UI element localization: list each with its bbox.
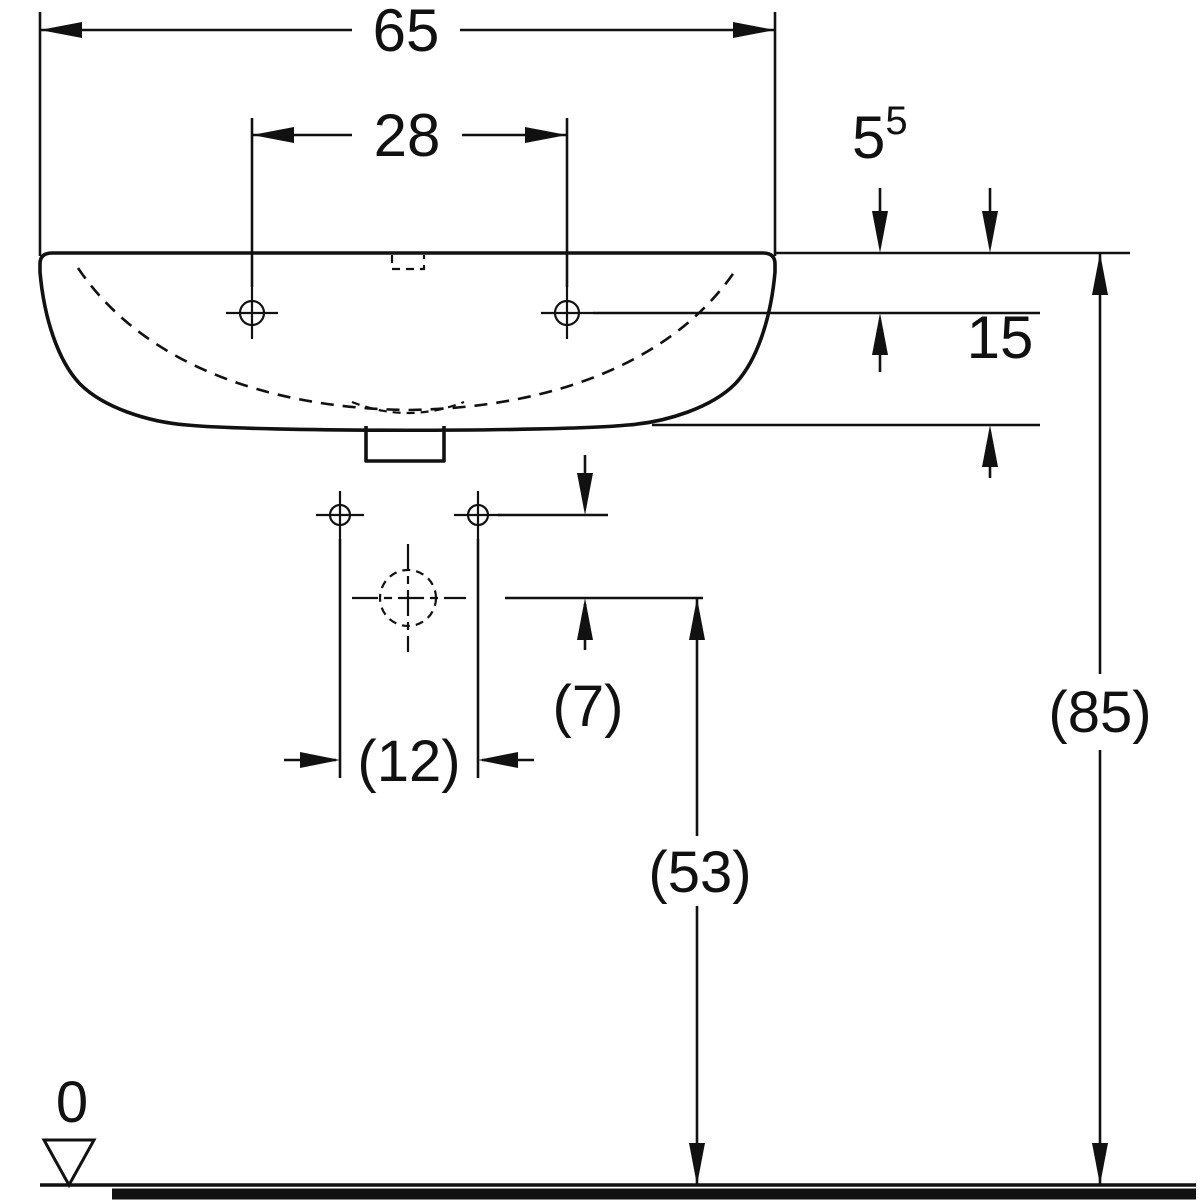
fixing-hole-left-symbol [316,491,364,539]
arrowhead-left-icon [40,22,82,38]
dimension-label-overall-width: 65 [373,0,440,64]
label-main: 5 [852,104,885,171]
tap-hole-circle [238,299,266,327]
fixing-hole-circle [466,503,490,527]
dimension-label-fixing-to-drain: (7) [553,674,624,739]
arrowhead-up-icon [577,598,593,640]
arrowhead-right-icon [733,22,775,38]
datum-triangle-icon [41,1138,97,1189]
dimension-overall-width: 65 [38,0,777,256]
drain-trap-outlet [364,426,446,463]
arrowhead-right-icon [525,127,567,143]
dimension-label-tap-spacing: 28 [374,102,441,169]
reference-lines-right [593,251,1130,427]
dimension-fixing-to-drain: (7) [553,598,624,739]
arrowhead-right-icon [300,752,340,768]
arrowhead-down-icon [689,1143,705,1185]
dimension-tap-spacing: 28 [250,102,569,287]
arrowhead-left-icon [252,127,294,143]
fixing-and-drain-group [316,455,703,778]
dimension-floor-to-drain: (53) [648,598,752,1185]
arrowhead-down-icon [577,473,593,515]
dimension-fixing-hole-spacing: (12) [284,729,534,794]
tap-hole-circle [553,299,581,327]
basin-outer-profile [38,251,777,433]
dimension-label-fixing-hole-spacing: (12) [357,729,460,794]
dimension-label-overall-height: (85) [1048,680,1151,745]
label-superscript: 5 [885,99,907,143]
datum-level-label: 0 [56,1070,88,1135]
arrowhead-down-icon [872,211,888,253]
arrowhead-left-icon [478,752,518,768]
arrowhead-up-icon [872,313,888,355]
arrowhead-up-icon [689,598,705,640]
overflow-hidden-line [390,255,426,271]
dimension-rim-to-underside: 15 [967,188,1034,478]
washbasin-outline [38,251,777,463]
dimension-label-floor-to-drain: (53) [648,840,751,905]
dimension-label-rim-to-underside: 15 [967,304,1034,371]
tap-hole-left-symbol [226,287,278,339]
fixing-hole-right-symbol [454,491,502,539]
dimension-overall-height: (85) [1048,253,1152,1185]
tap-hole-right-symbol [541,287,593,339]
arrowhead-up-icon [1092,253,1108,295]
drain-recess-hidden-line [351,400,465,415]
fixing-hole-circle [328,503,352,527]
dimension-rim-to-taps: 55 [852,99,908,372]
arrowhead-down-icon [982,211,998,253]
drain-pipe-symbol [352,544,466,652]
basin-inner-bowl-hidden-line [76,267,739,412]
floor-datum-group: 0 [40,1070,1196,1200]
arrowhead-up-icon [982,425,998,467]
dimension-label-rim-to-taps: 55 [852,99,908,171]
arrowhead-down-icon [1092,1143,1108,1185]
